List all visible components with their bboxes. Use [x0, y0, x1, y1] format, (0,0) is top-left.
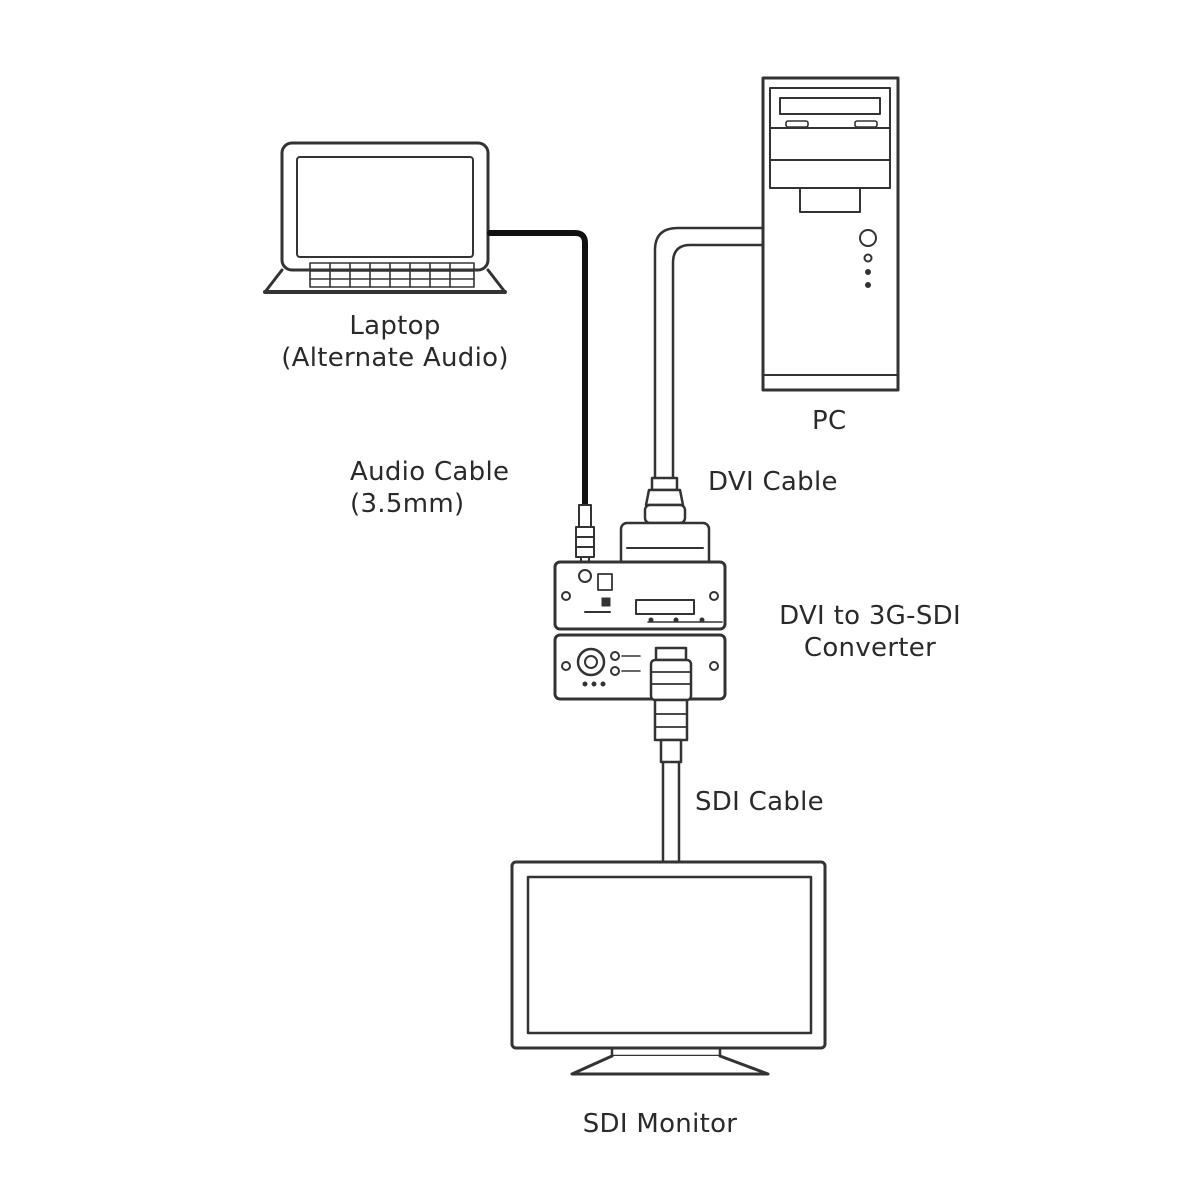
- sdi-cable-label: SDI Cable: [695, 787, 824, 817]
- sdi-cable: [661, 760, 681, 864]
- audio-cable-sublabel: (3.5mm): [350, 489, 465, 519]
- dvi-cable-label: DVI Cable: [708, 467, 838, 497]
- laptop-icon: [263, 141, 507, 294]
- converter-sublabel: Converter: [803, 633, 937, 663]
- pc-tower-icon: [761, 76, 900, 392]
- laptop-label: Laptop: [349, 311, 441, 341]
- converter-bottom-unit: [553, 633, 727, 701]
- sdi-connector-icon: [649, 646, 693, 764]
- converter-label: DVI to 3G-SDI: [779, 601, 961, 631]
- pc-label: PC: [812, 406, 847, 436]
- audio-cable: [487, 230, 588, 513]
- laptop-sublabel: (Alternate Audio): [281, 343, 509, 373]
- converter-top-unit: [553, 560, 727, 631]
- sdi-monitor-label: SDI Monitor: [582, 1109, 738, 1139]
- audio-cable-label: Audio Cable: [350, 457, 510, 487]
- dvi-cable: [653, 226, 765, 480]
- monitor-icon: [510, 860, 827, 1076]
